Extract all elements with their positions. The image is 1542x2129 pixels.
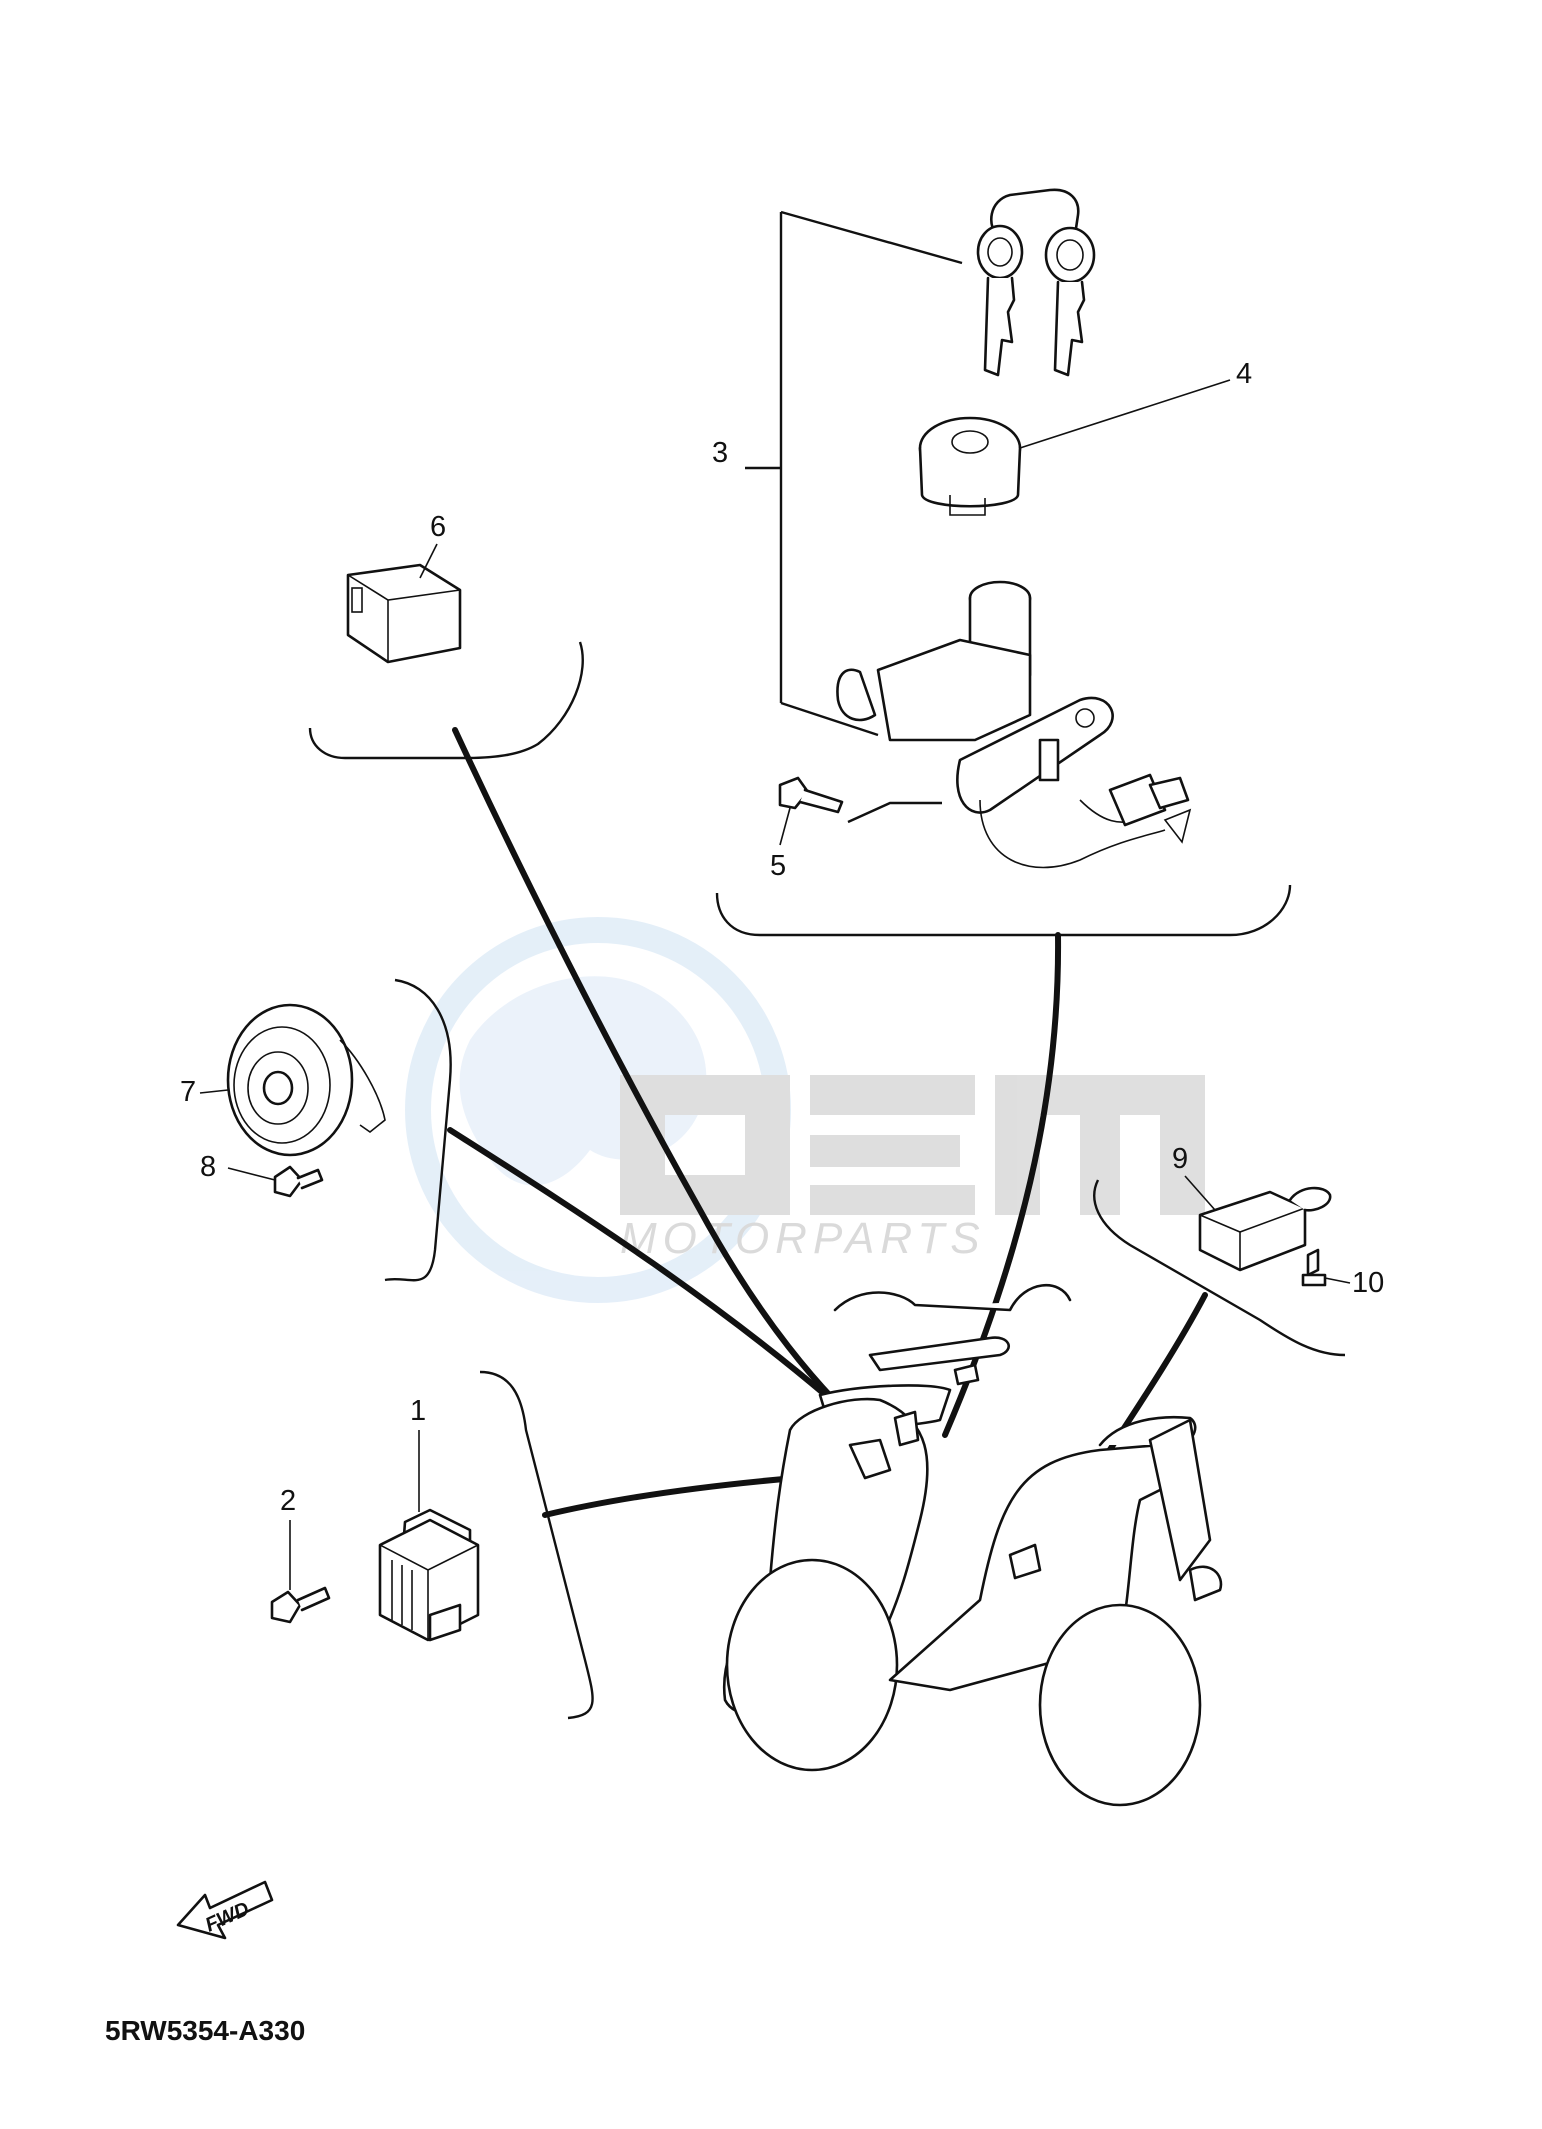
keys-icon — [976, 188, 1096, 377]
watermark-logo — [620, 1075, 1205, 1215]
lock-cap-icon — [918, 416, 1022, 516]
leader-line-3 — [942, 932, 1062, 1438]
callout-2: 2 — [280, 1485, 296, 1517]
fwd-direction-arrow: FWD — [176, 1880, 274, 1940]
regulator-rectifier-icon — [378, 1508, 480, 1642]
callout-9: 9 — [1172, 1143, 1188, 1175]
callout-1: 1 — [410, 1395, 426, 1427]
callouts: 1 2 3 4 5 6 7 8 9 10 — [180, 358, 1384, 1590]
callout-6: 6 — [430, 511, 446, 543]
screw-10-icon — [1301, 1248, 1327, 1287]
relay-icon — [346, 563, 462, 664]
bracket-arc-6 — [308, 641, 584, 760]
bracket-arc-3 — [715, 884, 1292, 937]
bolt-5-icon — [778, 776, 844, 814]
callout-7: 7 — [180, 1076, 196, 1108]
callout-5: 5 — [770, 850, 786, 882]
flasher-relay-icon — [1198, 1186, 1332, 1272]
bracket-arc-7 — [384, 978, 452, 1282]
bracket-arc-1 — [479, 1370, 594, 1720]
callout-4: 4 — [1236, 358, 1252, 390]
bolt-2-icon — [270, 1586, 331, 1624]
watermark: MOTORPARTS — [405, 917, 1205, 1303]
drawing-code: 5RW5354-A330 — [105, 2015, 305, 2046]
leader-line-7 — [447, 1127, 863, 1428]
horn-icon — [226, 1003, 386, 1157]
callout-3: 3 — [712, 437, 728, 469]
screw-8-icon — [273, 1165, 324, 1198]
callout-10: 10 — [1352, 1267, 1384, 1299]
watermark-subtext: MOTORPARTS — [620, 1214, 986, 1263]
callout-8: 8 — [200, 1151, 216, 1183]
scooter-silhouette — [722, 1284, 1223, 1807]
main-switch-assembly-icon — [836, 580, 1192, 869]
bracket-arc-9 — [1093, 1179, 1346, 1357]
bracket-group-3 — [745, 210, 963, 824]
leader-line-6 — [452, 727, 868, 1433]
